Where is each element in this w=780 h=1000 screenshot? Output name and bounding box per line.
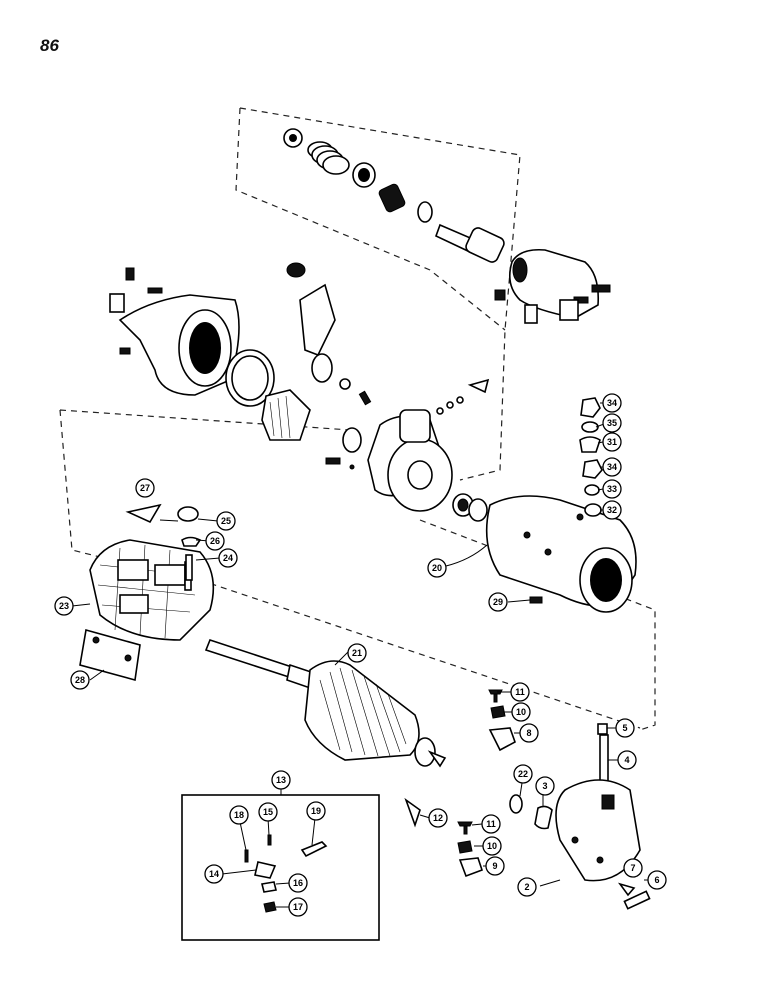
svg-text:31: 31 xyxy=(607,437,617,447)
callout-32: 32 xyxy=(602,500,622,520)
drive-assembly xyxy=(261,262,490,522)
callout-18: 18 xyxy=(229,805,249,825)
armature xyxy=(204,639,447,768)
svg-text:29: 29 xyxy=(493,597,503,607)
terminal-hardware xyxy=(579,397,603,517)
svg-text:33: 33 xyxy=(607,484,617,494)
svg-text:32: 32 xyxy=(607,505,617,515)
svg-text:11: 11 xyxy=(486,819,496,829)
svg-text:5: 5 xyxy=(622,723,627,733)
svg-text:12: 12 xyxy=(433,813,443,823)
callout-20: 20 xyxy=(427,558,447,578)
svg-text:4: 4 xyxy=(624,755,629,765)
callout-35: 35 xyxy=(602,413,622,433)
callout-15: 15 xyxy=(258,802,278,822)
svg-text:20: 20 xyxy=(432,563,442,573)
svg-text:8: 8 xyxy=(526,728,531,738)
callout-24: 24 xyxy=(218,548,238,568)
callout-5: 5 xyxy=(615,718,635,738)
svg-text:35: 35 xyxy=(607,418,617,428)
callout-12: 12 xyxy=(428,808,448,828)
callout-6: 6 xyxy=(647,870,667,890)
svg-text:17: 17 xyxy=(293,902,303,912)
callout-34-lower: 34 xyxy=(602,457,622,477)
callout-17: 17 xyxy=(288,897,308,917)
svg-text:34: 34 xyxy=(607,462,617,472)
frame-group-boundary xyxy=(59,409,656,731)
svg-text:22: 22 xyxy=(518,769,528,779)
svg-text:28: 28 xyxy=(75,675,85,685)
callout-7: 7 xyxy=(623,858,643,878)
svg-text:25: 25 xyxy=(221,516,231,526)
callout-34-top: 34 xyxy=(602,393,622,413)
callout-4: 4 xyxy=(617,750,637,770)
svg-text:26: 26 xyxy=(210,536,220,546)
callout-21: 21 xyxy=(347,643,367,663)
svg-text:21: 21 xyxy=(352,648,362,658)
small-parts-left xyxy=(125,503,202,581)
callout-28: 28 xyxy=(70,670,90,690)
callout-11: 11 xyxy=(510,682,530,702)
svg-text:7: 7 xyxy=(630,863,635,873)
svg-text:10: 10 xyxy=(487,841,497,851)
svg-text:10: 10 xyxy=(516,707,526,717)
svg-text:23: 23 xyxy=(59,601,69,611)
callout-22: 22 xyxy=(513,764,533,784)
brush-holder xyxy=(79,539,215,682)
callout-10-lower: 10 xyxy=(482,836,502,856)
callout-2: 2 xyxy=(517,877,537,897)
svg-text:34: 34 xyxy=(607,398,617,408)
callout-11-lower: 11 xyxy=(481,814,501,834)
brush-kit-inset xyxy=(181,788,380,941)
callout-14: 14 xyxy=(204,864,224,884)
svg-text:9: 9 xyxy=(492,861,497,871)
svg-text:13: 13 xyxy=(276,775,286,785)
callout-10: 10 xyxy=(511,702,531,722)
callout-25: 25 xyxy=(216,511,236,531)
svg-text:3: 3 xyxy=(542,781,547,791)
drive-housing xyxy=(109,267,275,407)
lower-hardware xyxy=(404,797,484,878)
svg-text:24: 24 xyxy=(223,553,233,563)
svg-text:11: 11 xyxy=(515,687,525,697)
svg-text:15: 15 xyxy=(263,807,273,817)
field-frame xyxy=(485,495,637,613)
callout-labels: 2 3 4 5 6 7 8 9 10 11 12 13 14 15 16 17 … xyxy=(54,393,667,917)
svg-text:14: 14 xyxy=(209,869,219,879)
callout-23: 23 xyxy=(54,596,74,616)
callout-31: 31 xyxy=(602,432,622,452)
callout-16: 16 xyxy=(288,873,308,893)
callout-33: 33 xyxy=(602,479,622,499)
svg-text:19: 19 xyxy=(311,806,321,816)
solenoid-body xyxy=(494,248,611,324)
solenoid-parts xyxy=(283,128,611,324)
svg-text:18: 18 xyxy=(234,810,244,820)
svg-text:16: 16 xyxy=(293,878,303,888)
svg-text:27: 27 xyxy=(140,483,150,493)
commutator-end-parts xyxy=(488,689,651,910)
callout-8: 8 xyxy=(519,723,539,743)
page-number: 86 xyxy=(40,36,59,55)
solenoid-group-boundary xyxy=(235,107,521,481)
svg-text:2: 2 xyxy=(524,882,529,892)
callout-27: 27 xyxy=(135,478,155,498)
callout-29: 29 xyxy=(488,592,508,612)
callout-3: 3 xyxy=(535,776,555,796)
callout-9: 9 xyxy=(485,856,505,876)
callout-26: 26 xyxy=(205,531,225,551)
svg-text:6: 6 xyxy=(654,875,659,885)
plunger-spring xyxy=(307,141,350,175)
callout-19: 19 xyxy=(306,801,326,821)
callout-13: 13 xyxy=(271,770,291,790)
